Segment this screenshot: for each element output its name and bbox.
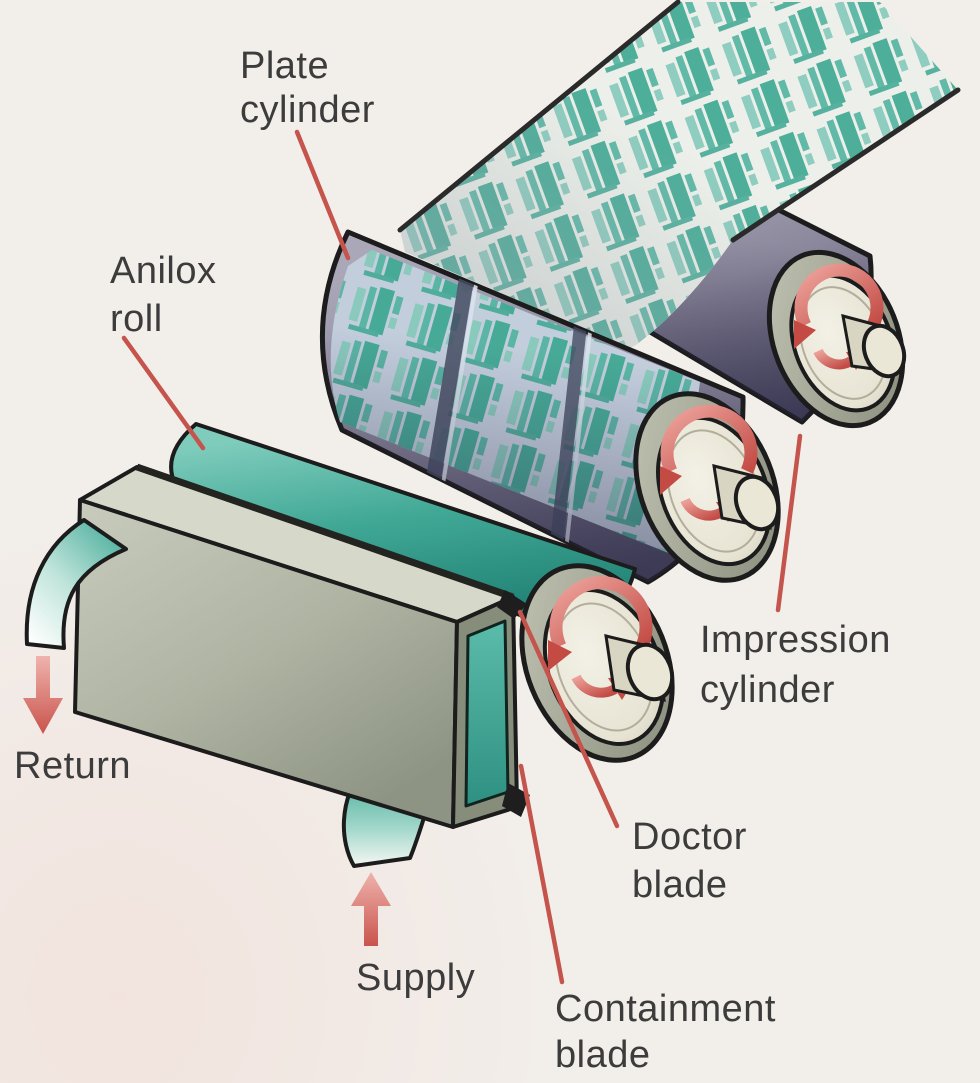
label-plate-cylinder-line2: cylinder (240, 89, 375, 131)
label-impression-cylinder-line1: Impression (700, 619, 891, 661)
return-flow-arrow-icon (23, 656, 63, 734)
doctor-blade (135, 463, 515, 601)
printed-web (397, 0, 961, 348)
ink-chamber (73, 463, 530, 829)
label-doctor-blade-line2: blade (632, 864, 727, 906)
impression-shaft-hub (841, 313, 907, 379)
label-anilox-roll-line2: roll (110, 298, 163, 340)
anilox-shaft-hub (604, 634, 675, 702)
rotation-arrow-impression-icon (794, 263, 884, 370)
impression-cylinder-end (766, 249, 907, 429)
web-shading (400, 2, 958, 348)
leader-containment-blade (518, 763, 565, 985)
leader-plate-cylinder (294, 129, 351, 261)
supply-flow-arrow-icon (351, 872, 391, 946)
label-anilox-roll-line1: Anilox (110, 250, 217, 292)
leader-anilox-roll (121, 335, 206, 451)
label-containment-blade-line2: blade (555, 1034, 650, 1076)
web-far-edge (730, 87, 961, 243)
web-near-edge (397, 0, 681, 233)
label-return: Return (14, 745, 131, 787)
leader-doctor-blade (517, 609, 620, 829)
label-impression-cylinder-line2: cylinder (700, 669, 835, 711)
plate-shaft-hub (712, 463, 781, 532)
label-doctor-blade-line1: Doctor (632, 816, 747, 858)
ink-channel (464, 619, 510, 808)
label-supply: Supply (356, 957, 475, 999)
leader-impression-cylinder (775, 433, 803, 613)
anilox-roll-end (519, 563, 675, 763)
label-plate-cylinder-line1: Plate (240, 45, 329, 87)
label-containment-blade-line1: Containment (555, 988, 776, 1030)
containment-blade-tip (502, 783, 530, 817)
plate-cylinder-end (633, 391, 781, 583)
return-pipe (24, 518, 128, 650)
